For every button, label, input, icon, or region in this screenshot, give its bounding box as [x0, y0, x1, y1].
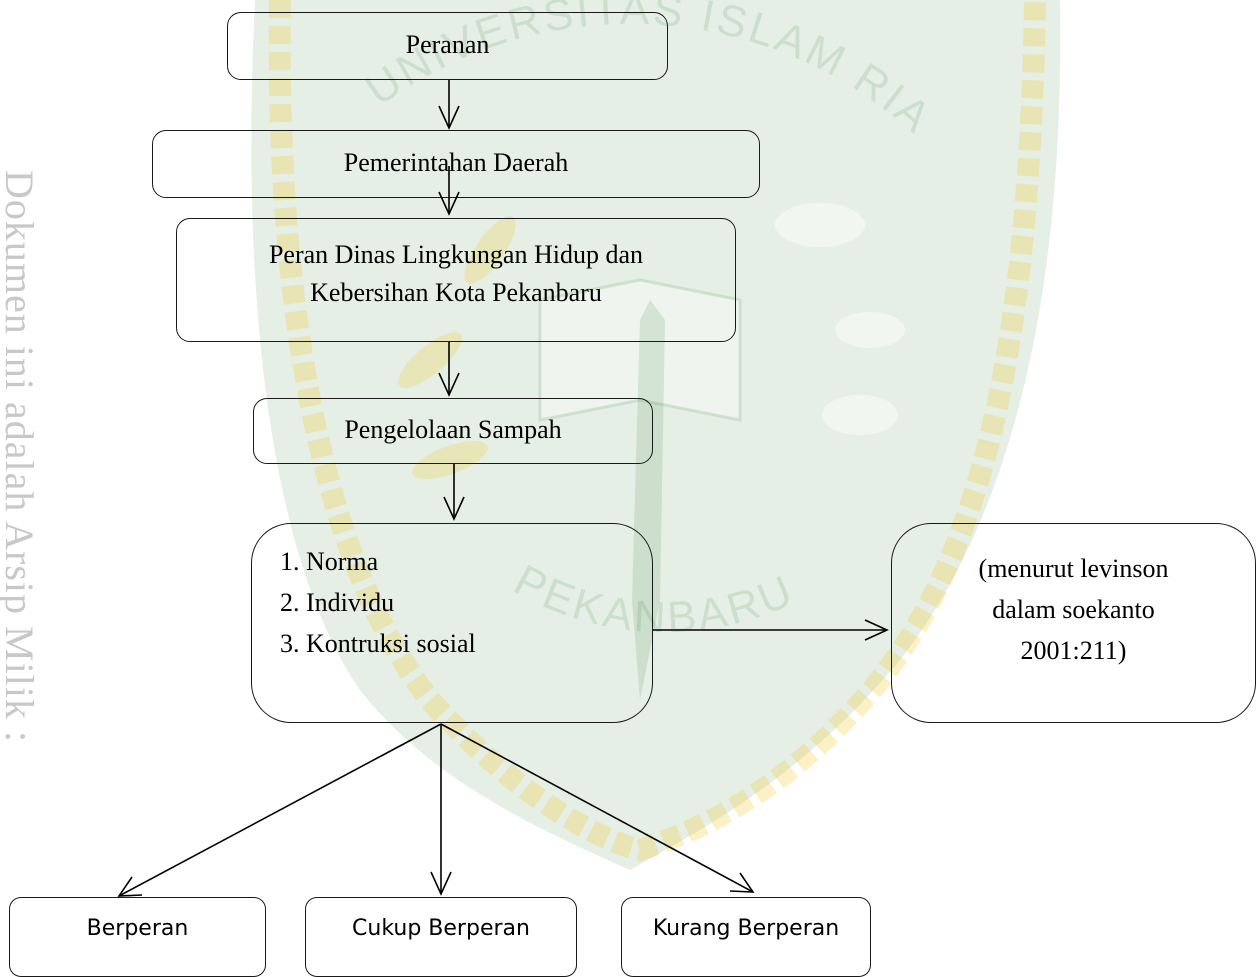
node-role-aspects: 1. Norma 2. Individu 3. Kontruksi sosial	[251, 523, 653, 723]
list-item-individu: 2. Individu	[280, 588, 395, 617]
source-line-1: (menurut levinson	[978, 554, 1169, 583]
archive-edge-text: Dokumen ini adalah Arsip Milik :	[0, 170, 42, 744]
source-line-3: 2001:211)	[1020, 636, 1127, 665]
list-item-kontruksi-sosial: 3. Kontruksi sosial	[280, 629, 476, 658]
node-dinas-lh: Peran Dinas Lingkungan Hidup dan Kebersi…	[176, 218, 736, 342]
node-pemerintahan-daerah: Pemerintahan Daerah	[152, 130, 760, 198]
node-pengelolaan-sampah: Pengelolaan Sampah	[253, 398, 653, 464]
outcome-berperan-label: Berperan	[86, 916, 189, 941]
source-line-2: dalam soekanto	[992, 595, 1155, 624]
arrow-to-cukup-berperan	[430, 724, 452, 896]
arrow-to-berperan	[117, 723, 442, 897]
outcome-kurang-berperan-label: Kurang Berperan	[652, 916, 840, 941]
outcome-cukup-berperan-label: Cukup Berperan	[352, 916, 530, 941]
node-peranan: Peranan	[227, 12, 668, 80]
node-pengelolaan-label: Pengelolaan Sampah	[344, 415, 562, 444]
arrow-pengelolaan-to-aspects	[443, 464, 465, 521]
arrow-pemerintahan-to-dinas	[438, 166, 460, 216]
node-source-citation: (menurut levinson dalam soekanto 2001:21…	[891, 523, 1256, 723]
seal-book	[538, 278, 742, 422]
arrow-peranan-to-pemerintahan	[438, 80, 460, 130]
outcome-berperan: Berperan	[9, 897, 266, 977]
node-dinas-line-2: Kebersihan Kota Pekanbaru	[310, 278, 602, 307]
arrow-to-kurang-berperan	[440, 723, 755, 893]
node-peranan-label: Peranan	[405, 30, 490, 59]
seal-rope	[268, 0, 1046, 862]
node-dinas-line-1: Peran Dinas Lingkungan Hidup dan	[268, 240, 644, 269]
node-pemerintahan-label: Pemerintahan Daerah	[343, 148, 569, 177]
arrow-dinas-to-pengelolaan	[438, 342, 460, 397]
list-item-norma: 1. Norma	[280, 547, 379, 576]
arrow-aspects-to-source	[653, 619, 889, 641]
seal-shield	[251, 0, 1061, 870]
